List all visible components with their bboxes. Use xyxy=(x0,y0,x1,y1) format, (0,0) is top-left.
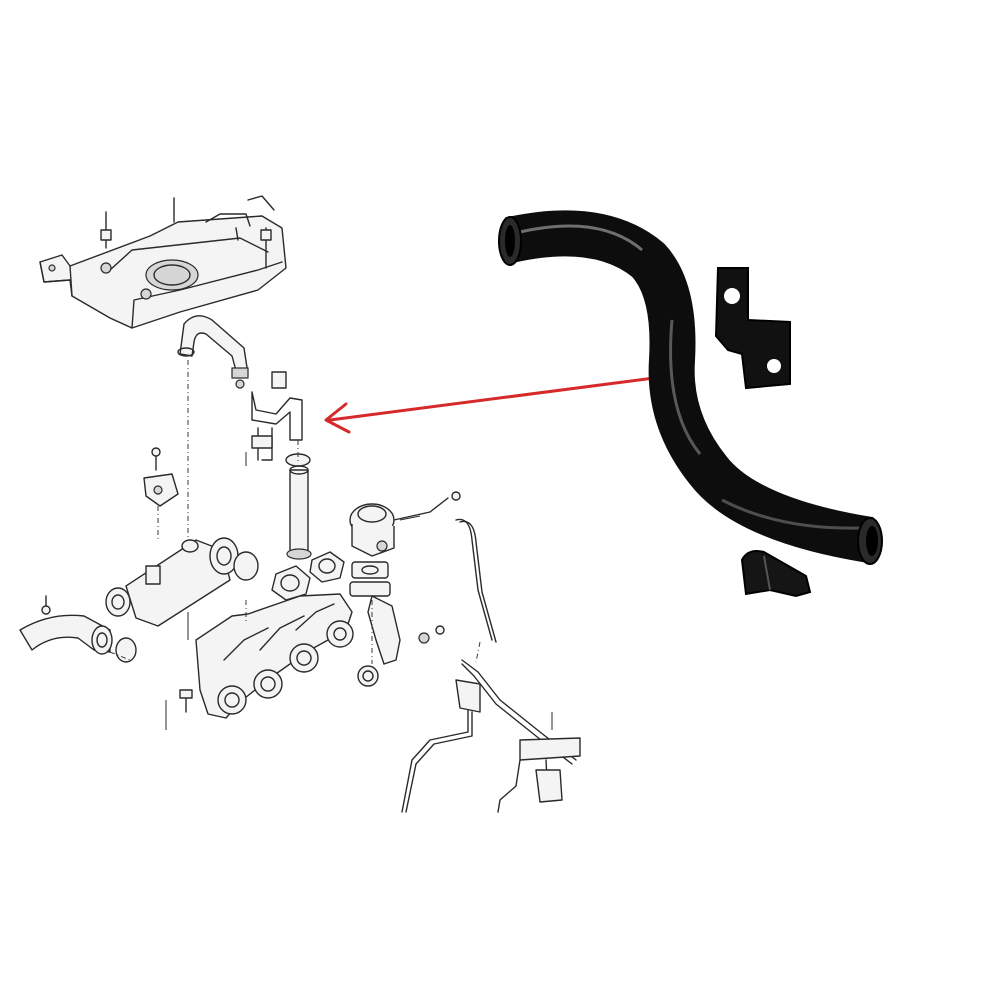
hose-assembly xyxy=(177,315,303,461)
central-tube xyxy=(285,453,312,560)
gaskets xyxy=(271,551,345,601)
small-pipe xyxy=(401,518,581,813)
egr-valve xyxy=(349,491,461,687)
exhaust-elbow xyxy=(19,537,259,663)
exhaust-manifold xyxy=(195,593,354,719)
leader-lines xyxy=(245,452,421,521)
coolant-pipe-photo xyxy=(498,210,883,598)
sensor-unit xyxy=(143,447,179,507)
callout-arrow xyxy=(324,376,656,434)
shield-bolts xyxy=(100,195,275,274)
misc-bolts xyxy=(165,612,193,730)
heat-shield-plate xyxy=(39,213,287,329)
assembly-centerlines xyxy=(109,360,481,664)
